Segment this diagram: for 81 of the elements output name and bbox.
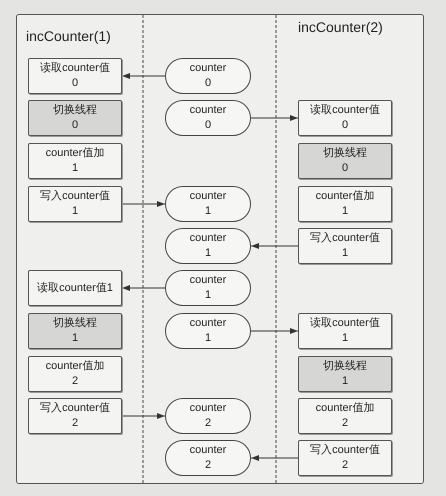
value-text: 1: [72, 161, 78, 176]
process-box: [28, 58, 122, 94]
value-text: 2: [72, 416, 78, 431]
value-text: 2: [204, 458, 212, 473]
node-label: 切换线程: [323, 146, 367, 161]
arrow: [250, 115, 298, 121]
process-box: [28, 143, 122, 179]
arrow: [122, 201, 166, 207]
process-box: [28, 313, 122, 349]
value-text: 0: [204, 118, 212, 133]
process-box: [28, 100, 122, 136]
process-box: [298, 100, 392, 136]
value-pill: [165, 313, 251, 349]
value-text: 1: [342, 246, 348, 261]
node-label: counter: [190, 61, 226, 76]
value-pill: [165, 186, 251, 222]
value-text: 2: [72, 374, 78, 389]
value-text: 1: [204, 288, 212, 303]
value-text: 2: [342, 458, 348, 473]
value-text: 1: [204, 204, 212, 219]
arrow: [122, 285, 166, 291]
node-label: 读取counter值: [310, 103, 380, 118]
node-label: 读取counter值1: [37, 280, 113, 296]
node-label: counter值加: [316, 189, 374, 204]
arrow: [250, 328, 298, 334]
process-box: [28, 186, 122, 222]
node-label: counter: [190, 273, 226, 288]
lane-title: incCounter(1): [26, 27, 111, 46]
value-pill: [165, 100, 251, 136]
value-text: 0: [204, 76, 212, 91]
node-label: 读取counter值: [40, 61, 110, 76]
node-label: counter: [190, 231, 226, 246]
arrow: [250, 455, 298, 461]
process-box: [28, 270, 122, 306]
process-box: [298, 356, 392, 392]
value-pill: [165, 228, 251, 264]
node-label: counter: [190, 316, 226, 331]
node-label: counter: [190, 401, 226, 416]
value-text: 1: [72, 204, 78, 219]
value-text: 1: [342, 204, 348, 219]
arrow: [250, 243, 298, 249]
node-label: 写入counter值: [310, 231, 380, 246]
value-text: 0: [342, 161, 348, 176]
node-label: 切换线程: [53, 316, 97, 331]
value-pill: [165, 398, 251, 434]
node-label: counter: [190, 103, 226, 118]
value-text: 1: [342, 331, 348, 346]
value-pill: [165, 270, 251, 306]
node-label: counter值加: [316, 401, 374, 416]
value-text: 2: [204, 416, 212, 431]
arrow: [122, 73, 166, 79]
value-text: 1: [72, 331, 78, 346]
process-box: [298, 228, 392, 264]
process-box: [298, 186, 392, 222]
value-text: 0: [342, 118, 348, 133]
node-label: 切换线程: [53, 103, 97, 118]
process-box: [298, 440, 392, 476]
process-box: [28, 356, 122, 392]
process-box: [298, 313, 392, 349]
process-box: [298, 398, 392, 434]
process-box: [298, 143, 392, 179]
node-label: counter: [190, 189, 226, 204]
node-label: 读取counter值: [310, 316, 380, 331]
node-label: counter: [190, 443, 226, 458]
node-label: counter值加: [46, 146, 104, 161]
node-label: 写入counter值: [40, 189, 110, 204]
node-label: 写入counter值: [40, 401, 110, 416]
value-pill: [165, 58, 251, 94]
value-text: 0: [72, 76, 78, 91]
node-label: 写入counter值: [310, 443, 380, 458]
node-label: 切换线程: [323, 359, 367, 374]
process-box: [28, 398, 122, 434]
value-text: 1: [204, 246, 212, 261]
value-text: 1: [204, 331, 212, 346]
lane-title: incCounter(2): [298, 18, 383, 37]
value-text: 0: [72, 118, 78, 133]
value-pill: [165, 440, 251, 476]
node-label: counter值加: [46, 359, 104, 374]
value-text: 2: [342, 416, 348, 431]
arrow: [122, 413, 166, 419]
value-text: 1: [342, 374, 348, 389]
